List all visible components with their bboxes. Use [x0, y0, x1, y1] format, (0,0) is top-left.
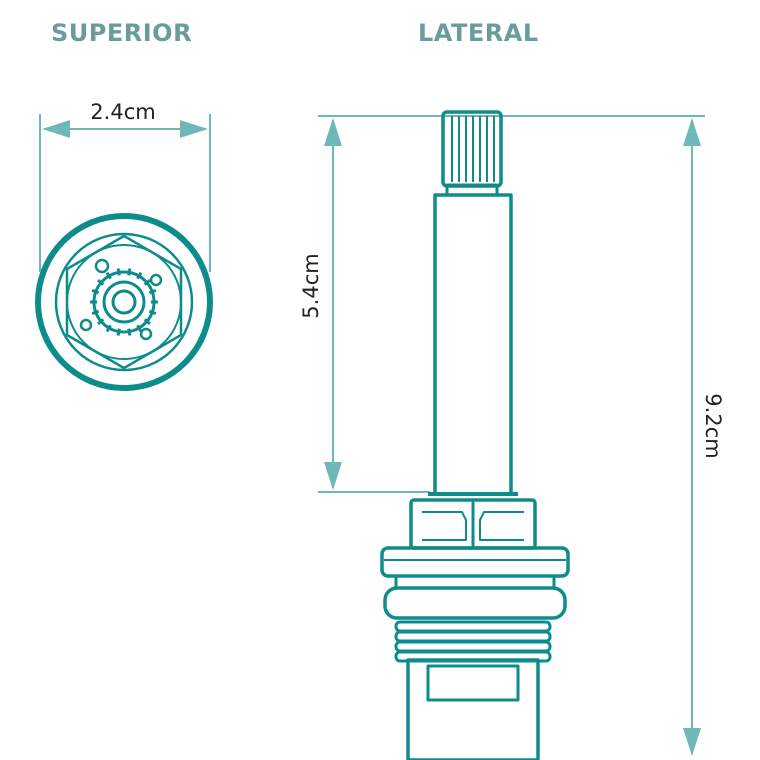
thread-ring — [394, 630, 552, 643]
stem-height-label: 5.4cm — [299, 253, 323, 318]
superior-heading: SUPERIOR — [51, 19, 193, 47]
total-height-label: 9.2cm — [701, 393, 725, 458]
gear-tooth — [116, 328, 121, 336]
gear-tooth — [97, 318, 105, 326]
cartridge-side-view — [380, 110, 570, 760]
hex-outline — [65, 234, 183, 370]
gear-tooth — [136, 324, 143, 333]
o-ring — [383, 586, 567, 620]
top-view: 2.4cm — [35, 100, 213, 391]
window-slot — [426, 664, 520, 702]
gear-tooth — [105, 324, 112, 333]
gear-tooth — [148, 309, 157, 316]
gear-tooth — [148, 288, 157, 295]
gear-tooth — [136, 271, 143, 280]
stem-height-dimension-line — [324, 118, 342, 490]
gear-tooth — [143, 278, 151, 286]
thread-ring — [394, 620, 552, 633]
thread-ring — [394, 640, 552, 653]
side-view: 5.4cm 9.2cm — [299, 110, 725, 760]
width-label: 2.4cm — [90, 100, 155, 124]
lateral-heading: LATERAL — [418, 19, 539, 47]
collar — [380, 546, 570, 578]
gear-tooth — [127, 268, 132, 276]
gear-tooth — [91, 309, 100, 316]
gear-tooth — [105, 271, 112, 280]
thread-section — [394, 620, 552, 663]
gear-tooth — [91, 288, 100, 295]
stem — [433, 193, 513, 496]
gear-tooth — [127, 328, 132, 336]
gear-tooth — [116, 268, 121, 276]
width-dimension-line — [39, 114, 211, 272]
cartridge-top-view — [35, 213, 213, 391]
gear-tooth — [97, 278, 105, 286]
lower-body — [406, 658, 540, 760]
gear-tooth — [143, 318, 151, 326]
total-height-dimension-line — [683, 118, 701, 756]
extension-lines — [318, 115, 705, 493]
